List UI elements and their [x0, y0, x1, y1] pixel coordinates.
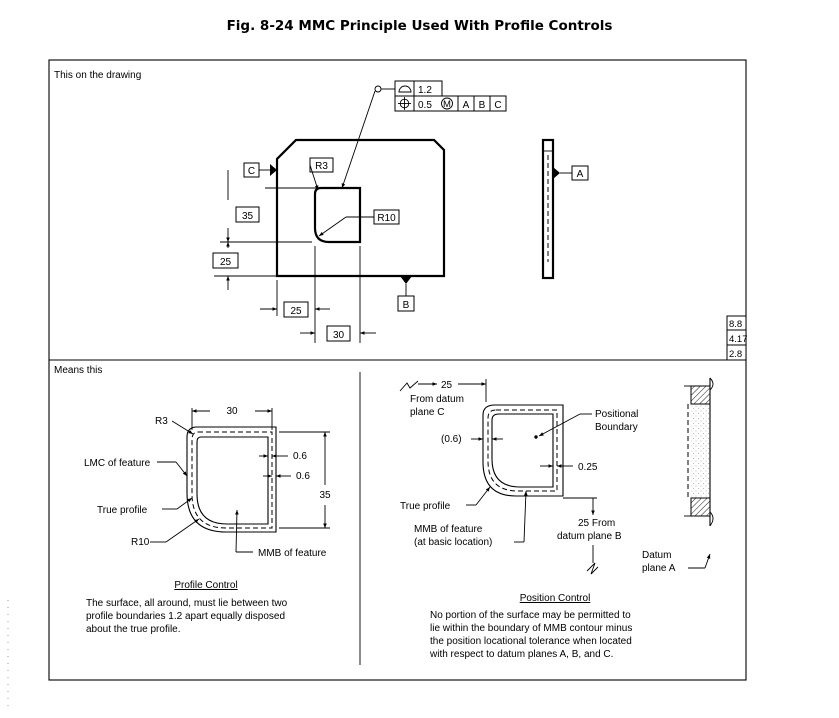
dim-35-box: [235, 206, 260, 223]
fcf-profile-tolerance: 1.2: [418, 85, 432, 96]
reference-numbers: 8.8 4.17 2.8: [726, 315, 748, 361]
left-r3: R3: [155, 416, 168, 427]
figure-title: Fig. 8-24 MMC Principle Used With Profil…: [226, 18, 613, 34]
r3-label: R3: [315, 161, 328, 172]
right-datum-a-1: Datum: [642, 550, 671, 561]
left-tol-06-b: 0.6: [296, 471, 310, 482]
ref-number-3: 2.8: [729, 349, 742, 360]
fcf-position-tolerance: 0.5: [418, 100, 432, 111]
left-mmb-label: MMB of feature: [258, 548, 327, 559]
position-caption-line-1: No portion of the surface may be permitt…: [430, 610, 631, 621]
position-caption-line-4: with respect to datum planes A, B, and C…: [429, 649, 613, 660]
profile-caption-line-1: The surface, all around, must lie betwee…: [86, 598, 288, 609]
datum-b-box: [397, 295, 415, 312]
section-side-view: [684, 377, 714, 527]
right-06-label: (0.6): [441, 434, 462, 445]
ref-number-2: 4.17: [729, 334, 748, 345]
r10-label: R10: [377, 213, 396, 224]
position-caption-line-3: the position locational tolerance when l…: [430, 636, 632, 647]
profile-control-title: Profile Control: [174, 580, 237, 591]
profile-surface-symbol: [398, 85, 412, 93]
dim-25-horizontal-label: 25: [290, 306, 302, 317]
right-true-profile-label: True profile: [400, 501, 451, 512]
top-panel-heading: This on the drawing: [54, 70, 141, 81]
dim-25-horizontal-box: [283, 301, 309, 318]
fcf-modifier: M: [443, 99, 451, 110]
dim-30-box: [326, 325, 351, 342]
right-25-top: 25: [441, 380, 453, 391]
positional-boundary-shape: [482, 404, 564, 497]
bottom-panel-heading: Means this: [54, 365, 102, 376]
ref-number-1: 8.8: [729, 319, 742, 330]
left-dim-30: 30: [226, 406, 238, 417]
datum-b-label: B: [403, 300, 410, 311]
right-25-from-2: datum plane B: [557, 531, 622, 542]
right-from-datum-c-2: plane C: [410, 407, 444, 418]
right-positional-2: Boundary: [595, 422, 638, 433]
dim-35-label: 35: [242, 211, 254, 222]
fcf-datum-c: C: [494, 100, 501, 111]
right-mmb-1: MMB of feature: [414, 524, 483, 535]
dim-25-vertical-box: [212, 252, 239, 269]
right-25-from-1: 25 From: [578, 518, 615, 529]
profile-caption-line-3: about the true profile.: [86, 624, 181, 635]
datum-b-triangle: [400, 276, 412, 284]
right-from-datum-c-1: From datum: [410, 394, 464, 405]
right-mmb-2: (at basic location): [414, 537, 492, 548]
right-025-label: 0.25: [578, 462, 598, 473]
plate-front-view: [275, 138, 446, 278]
dim-30-label: 30: [333, 330, 345, 341]
figure-frame: [48, 59, 747, 681]
left-dim-35: 35: [319, 490, 331, 501]
mmc-modifier-circle: [441, 97, 453, 110]
lmc-boundary: [186, 426, 277, 533]
plate-side-view: [541, 138, 555, 280]
break-symbol-bottom: [586, 562, 599, 575]
left-tol-06-a: 0.6: [293, 451, 307, 462]
fcf-datum-b: B: [479, 100, 486, 111]
left-lmc-label: LMC of feature: [84, 458, 151, 469]
all-around-symbol: [374, 85, 382, 93]
datum-c-label: C: [248, 166, 255, 177]
fcf-datum-a: A: [463, 100, 470, 111]
right-positional-1: Positional: [595, 409, 638, 420]
profile-caption-line-2: profile boundaries 1.2 apart equally dis…: [86, 611, 285, 622]
left-r10-label: R10: [131, 537, 150, 548]
position-caption-line-2: lie within the boundary of MMB contour m…: [430, 623, 632, 634]
mmb-basic-location-dashed: [487, 409, 558, 492]
position-control-title: Position Control: [520, 593, 591, 604]
feature-control-frame: 1.2 0.5 M A B C: [374, 80, 507, 112]
true-profile-right: [491, 413, 554, 488]
datum-c-triangle: [270, 164, 277, 176]
datum-a-box: [571, 165, 589, 181]
position-symbol: [398, 97, 411, 110]
datum-a-triangle: [553, 167, 560, 179]
mmb-boundary: [196, 436, 269, 525]
datum-a-label: A: [577, 169, 584, 180]
boundary-center-dot: [534, 435, 538, 439]
dim-25-vertical-label: 25: [220, 257, 232, 268]
right-datum-a-2: plane A: [642, 563, 676, 574]
true-profile-dashed: [191, 431, 273, 529]
break-symbol-top: [399, 380, 419, 392]
left-true-profile-label: True profile: [97, 505, 148, 516]
